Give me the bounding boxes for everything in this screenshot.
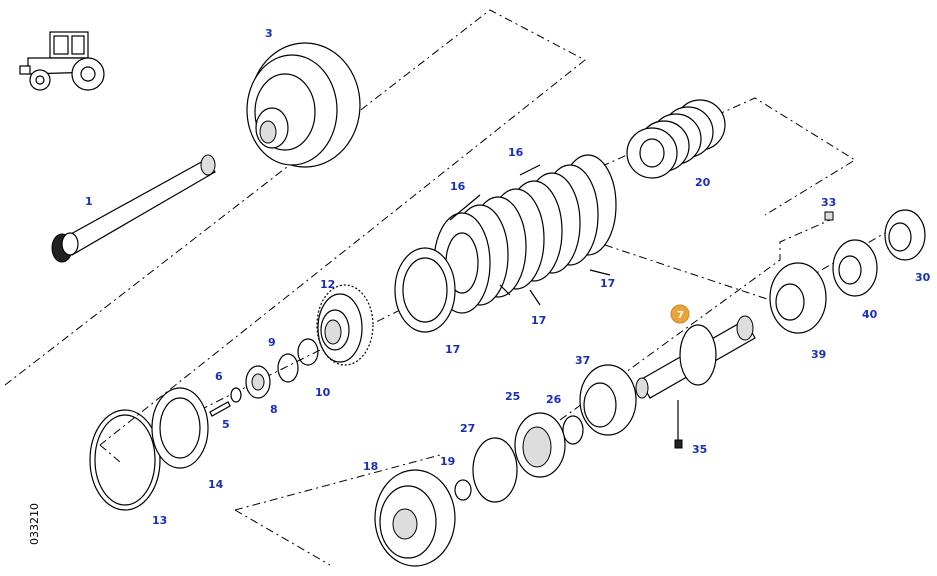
drawing-code: 033210 bbox=[28, 503, 41, 545]
part-9-10-rings bbox=[245, 338, 319, 399]
part-35-pin bbox=[674, 400, 683, 449]
part-40-gear bbox=[832, 239, 878, 297]
label-part-19[interactable]: 19 bbox=[440, 455, 455, 468]
label-part-5[interactable]: 5 bbox=[222, 418, 230, 431]
label-part-30[interactable]: 30 bbox=[915, 271, 931, 284]
part-19-ring bbox=[454, 479, 472, 501]
part-20-springs bbox=[626, 99, 726, 179]
part-39-gear bbox=[769, 262, 827, 334]
tractor-icon bbox=[19, 31, 105, 91]
label-part-14[interactable]: 14 bbox=[208, 478, 224, 491]
label-part-9[interactable]: 9 bbox=[268, 336, 276, 349]
part-18-drum bbox=[374, 469, 456, 567]
part-12-gear bbox=[316, 284, 374, 366]
label-part-20[interactable]: 20 bbox=[695, 176, 711, 189]
upper-boundary bbox=[4, 9, 586, 446]
part-27-ring bbox=[472, 437, 518, 503]
label-part-8[interactable]: 8 bbox=[270, 403, 278, 416]
highlight-badge-part-7[interactable]: 7 bbox=[670, 304, 690, 324]
label-part-6[interactable]: 6 bbox=[215, 370, 223, 383]
label-part-35[interactable]: 35 bbox=[692, 443, 707, 456]
part-16-17-clutch-pack bbox=[394, 154, 617, 333]
part-37-bearing bbox=[579, 364, 637, 436]
label-part-16-upper[interactable]: 16 bbox=[508, 146, 524, 159]
part-30-bearing bbox=[884, 209, 926, 261]
label-part-7: 7 bbox=[677, 310, 684, 321]
label-part-27[interactable]: 27 bbox=[460, 422, 475, 435]
label-part-25[interactable]: 25 bbox=[505, 390, 520, 403]
label-part-10[interactable]: 10 bbox=[315, 386, 331, 399]
label-part-3[interactable]: 3 bbox=[265, 27, 273, 40]
part-13-14-retaining-rings bbox=[89, 387, 209, 511]
lower-boundary-edge bbox=[234, 509, 331, 566]
part-7-output-shaft bbox=[635, 315, 756, 399]
part-33-plug bbox=[824, 211, 834, 221]
label-part-26[interactable]: 26 bbox=[546, 393, 562, 406]
part-25-hub bbox=[514, 412, 566, 478]
label-part-16-lower[interactable]: 16 bbox=[450, 180, 466, 193]
label-part-17-middle[interactable]: 17 bbox=[531, 314, 546, 327]
part-26-ring bbox=[562, 415, 584, 445]
label-part-17-left[interactable]: 17 bbox=[445, 343, 460, 356]
part-3-drum bbox=[246, 42, 361, 168]
upper-boundary-edge bbox=[99, 444, 121, 463]
label-part-18[interactable]: 18 bbox=[363, 460, 378, 473]
label-part-17-right[interactable]: 17 bbox=[600, 277, 615, 290]
label-part-13[interactable]: 13 bbox=[152, 514, 167, 527]
label-part-39[interactable]: 39 bbox=[811, 348, 826, 361]
label-part-40[interactable]: 40 bbox=[862, 308, 878, 321]
assembly-boundaries bbox=[4, 9, 891, 566]
label-part-33[interactable]: 33 bbox=[821, 196, 836, 209]
part-5-6-washer-bolt bbox=[209, 387, 242, 417]
center-axis bbox=[199, 229, 891, 411]
label-part-12[interactable]: 12 bbox=[320, 278, 335, 291]
label-part-1[interactable]: 1 bbox=[85, 195, 93, 208]
label-part-37[interactable]: 37 bbox=[575, 354, 590, 367]
clutch-boundary bbox=[469, 97, 856, 226]
part-1-shaft bbox=[51, 154, 216, 263]
